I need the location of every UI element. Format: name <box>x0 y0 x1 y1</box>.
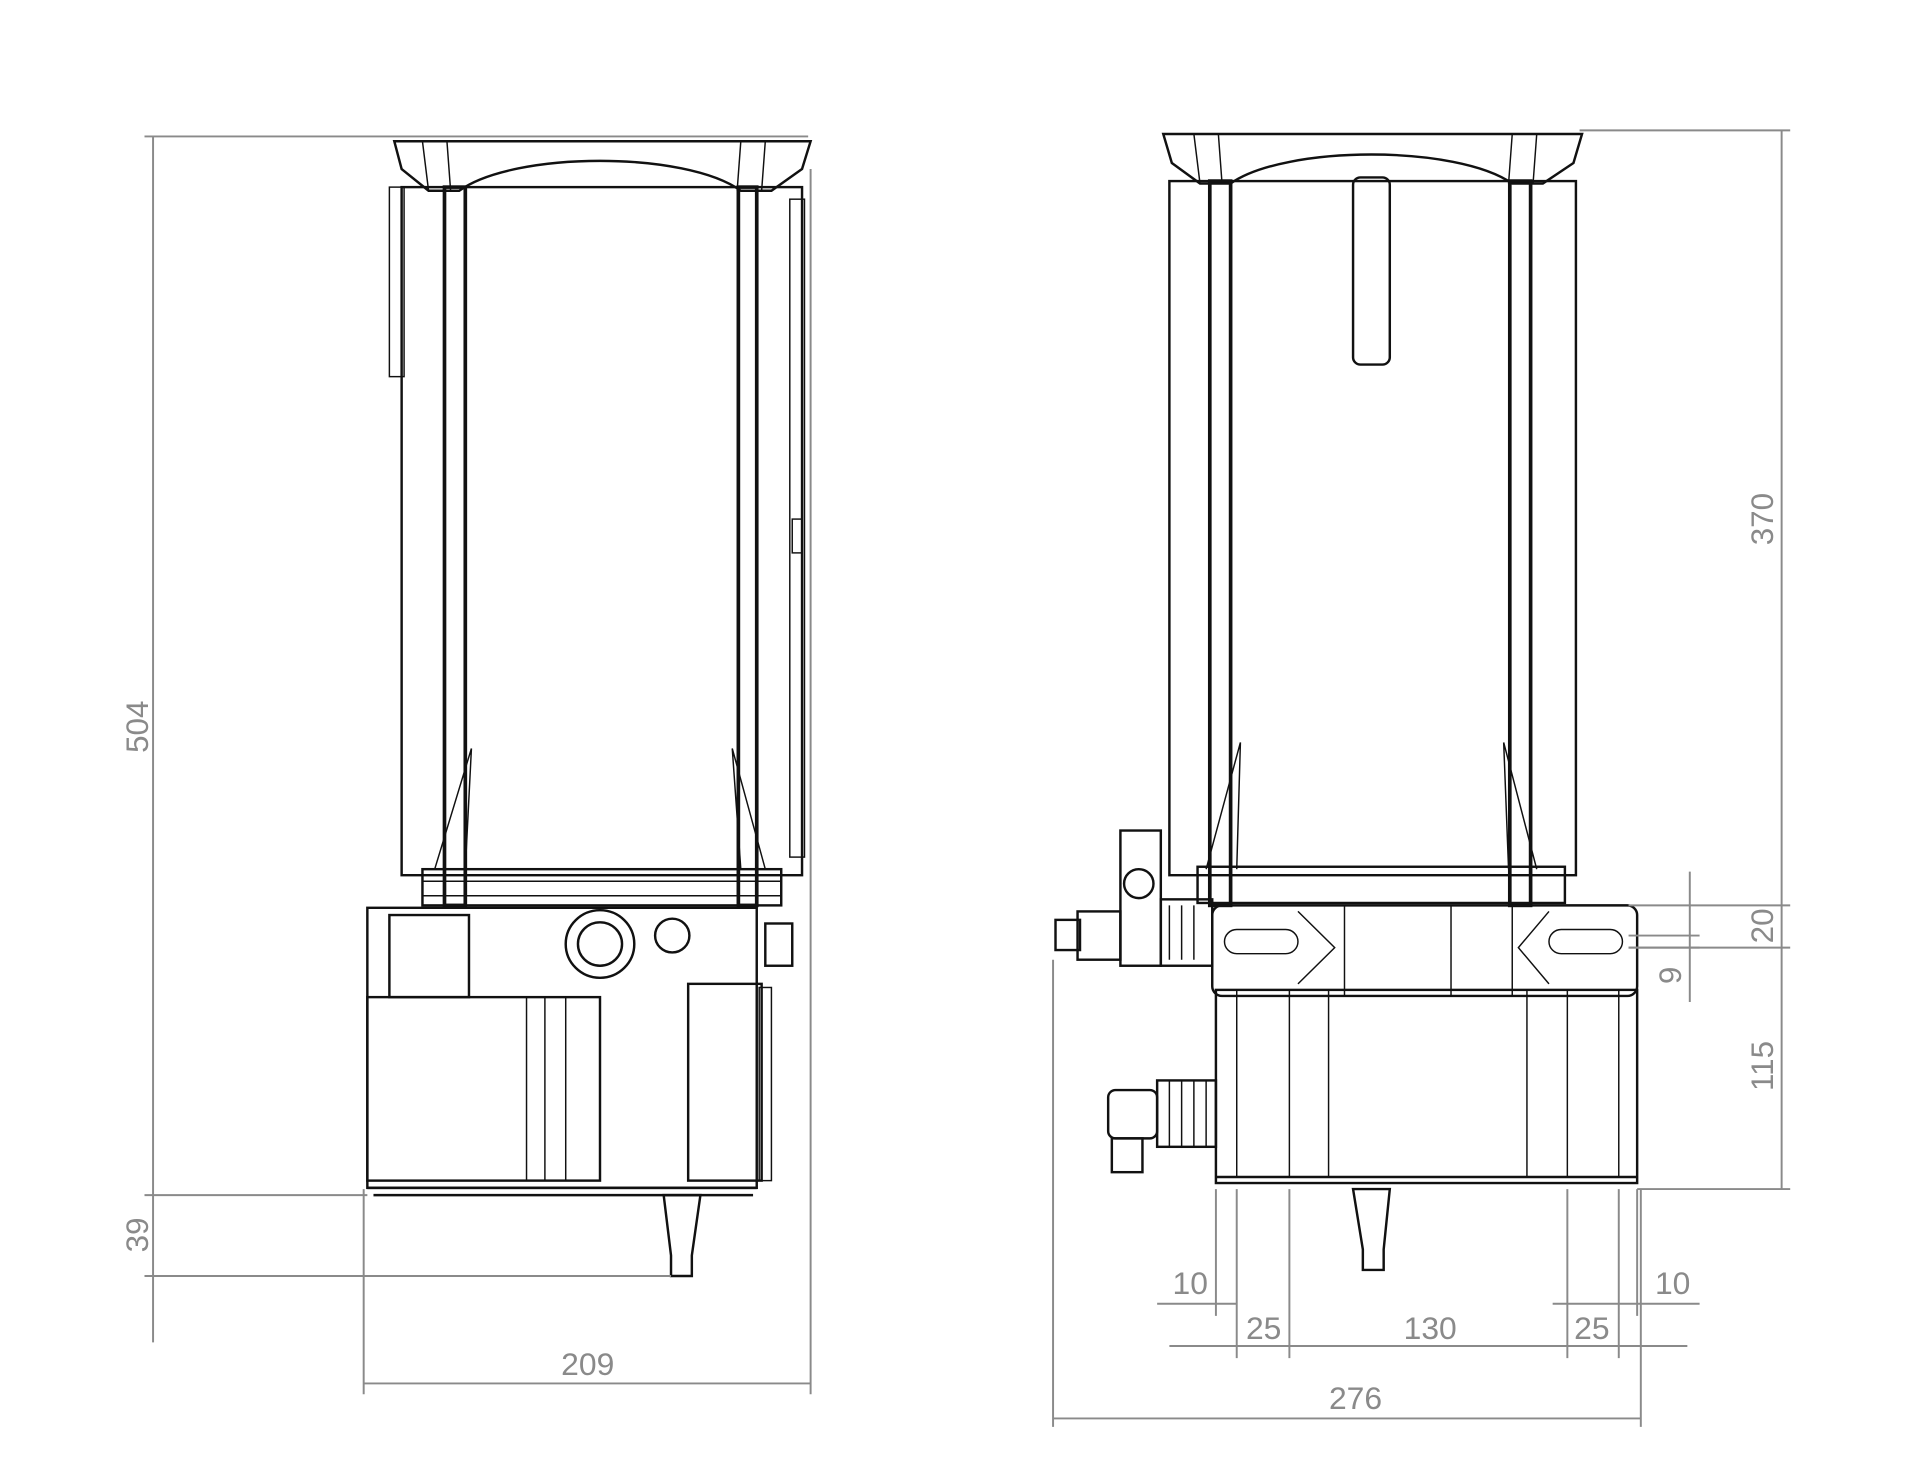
reservoir-cap-side <box>1161 132 1584 185</box>
level-slot <box>1351 176 1392 366</box>
fitting <box>764 922 794 967</box>
lube-fitting <box>1076 910 1122 961</box>
dim-front-width: 209 <box>561 1346 614 1382</box>
connector-box <box>388 913 471 999</box>
right-rail-side <box>1507 179 1533 908</box>
reservoir-body-side <box>1168 179 1578 877</box>
reservoir-body <box>400 185 804 877</box>
mount-slot-left <box>1223 928 1299 955</box>
dim-housing-height: 115 <box>1744 1041 1780 1091</box>
pump-housing-side <box>1214 988 1639 1185</box>
dim-right-foot: 25 <box>1574 1310 1609 1346</box>
dim-total-width: 276 <box>1329 1380 1382 1416</box>
plug <box>1106 1088 1159 1140</box>
base-plate-side <box>1196 865 1567 905</box>
front-view-dimensions: 504 39 209 <box>119 135 812 1395</box>
level-window <box>789 198 806 858</box>
grease-nipple <box>1054 918 1082 952</box>
left-rail-side <box>1207 179 1233 908</box>
dim-center-span: 130 <box>1404 1310 1457 1346</box>
outlet-nozzle <box>662 1193 702 1278</box>
front-view <box>366 140 813 1278</box>
coupling <box>1159 898 1214 967</box>
dim-outlet-height: 39 <box>119 1217 155 1252</box>
dim-total-height: 504 <box>119 701 155 753</box>
side-handle <box>388 186 405 378</box>
dim-left-margin: 10 <box>1172 1265 1207 1301</box>
dim-reservoir-height: 370 <box>1744 493 1780 545</box>
dim-right-margin: 10 <box>1655 1265 1690 1301</box>
side-view-dimensions: 370 20 9 115 10 25 130 25 10 276 <box>1052 129 1791 1427</box>
outlet-nozzle-side <box>1351 1187 1392 1272</box>
pump-housing <box>366 906 758 1190</box>
right-rail <box>736 185 759 908</box>
side-view <box>1054 132 1639 1272</box>
dim-plate-offset: 9 <box>1652 967 1688 984</box>
fill-port <box>564 909 636 980</box>
mount-slot-right <box>1548 928 1624 955</box>
dim-left-foot: 25 <box>1246 1310 1281 1346</box>
pressure-valve <box>653 917 691 954</box>
side-module <box>686 982 763 1182</box>
reservoir-cap <box>392 140 813 192</box>
electrical-connector <box>1155 1079 1218 1149</box>
mounting-plate <box>1211 904 1639 998</box>
dim-plate-height: 20 <box>1744 908 1780 943</box>
motor-block <box>366 995 602 1182</box>
base-plate <box>421 867 783 907</box>
left-rail <box>442 185 468 908</box>
